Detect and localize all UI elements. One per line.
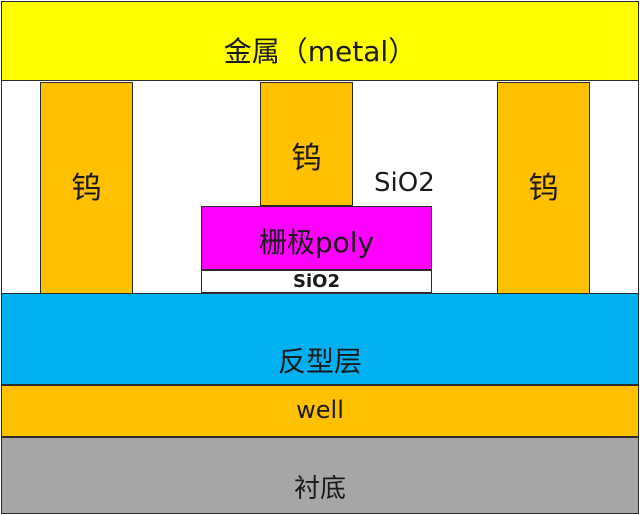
gate-oxide: SiO2	[201, 270, 432, 293]
inversion-layer: 反型层	[1, 293, 639, 385]
metal-label: 金属（metal）	[223, 35, 417, 68]
tungsten-plug-right: 钨	[497, 82, 590, 294]
substrate-layer: 衬底	[1, 437, 639, 514]
gate-poly-label: 栅极poly	[258, 226, 375, 259]
tungsten-plug-left-label: 钨	[71, 171, 102, 206]
tungsten-plug-right-label: 钨	[528, 171, 559, 206]
tungsten-plug-middle-label: 钨	[291, 141, 322, 176]
gate-oxide-label: SiO2	[293, 271, 340, 292]
oxide-label: SiO2	[374, 168, 435, 198]
substrate-label: 衬底	[293, 474, 346, 504]
inversion-layer-label: 反型层	[277, 345, 362, 378]
metal-layer: 金属（metal）	[1, 1, 639, 81]
tungsten-plug-left: 钨	[40, 82, 133, 294]
tungsten-plug-middle: 钨	[260, 82, 353, 206]
gate-poly: 栅极poly	[201, 206, 432, 270]
well-layer: well	[1, 385, 639, 437]
well-label: well	[296, 396, 344, 424]
